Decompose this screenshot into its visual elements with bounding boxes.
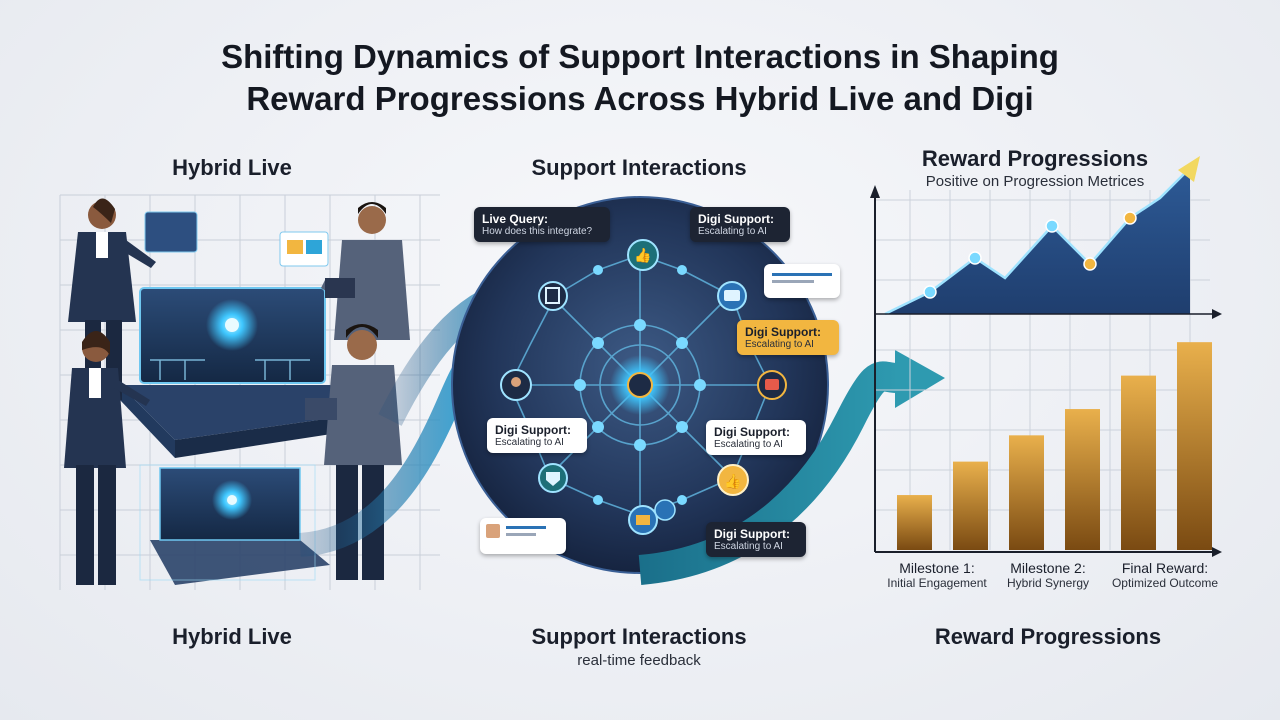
- bubble-text: Escalating to AI: [745, 339, 814, 350]
- center-bottom-label: Support Interactions: [531, 624, 747, 649]
- bubble-digi-support-5: Digi Support: Escalating to AI: [706, 522, 806, 557]
- right-top-sub: Positive on Progression Metrices: [925, 173, 1145, 190]
- node-shield-icon: [538, 463, 568, 493]
- person-man-bottom-right: [305, 324, 402, 580]
- center-top-label: Support Interactions: [531, 155, 747, 180]
- bubble-blank-message: [764, 264, 840, 298]
- bubble-text: How does this integrate?: [482, 226, 593, 237]
- milestone-3: Final Reward: Optimized Outcome: [1095, 560, 1235, 590]
- bubble-text: Escalating to AI: [714, 541, 783, 552]
- bubble-digi-support-4: Digi Support: Escalating to AI: [706, 420, 806, 455]
- bubble-title: Digi Support:: [745, 325, 821, 339]
- bubble-digi-support-2: Digi Support: Escalating to AI: [737, 320, 839, 355]
- milestone-1: Milestone 1: Initial Engagement: [872, 560, 1002, 590]
- milestone-text: Initial Engagement: [887, 576, 987, 590]
- left-top-label: Hybrid Live: [172, 155, 292, 180]
- bubble-text: Escalating to AI: [698, 226, 767, 237]
- progression-point-5: [1123, 211, 1137, 225]
- hologram-stage-top: [120, 287, 390, 458]
- bubble-title: Digi Support:: [495, 423, 571, 437]
- bar-4: [1065, 409, 1100, 550]
- node-email-icon: [628, 505, 658, 535]
- support-network-globe: 👍 👍: [451, 196, 829, 574]
- bar-1: [897, 495, 932, 550]
- node-chat-icon: [717, 281, 747, 311]
- bubble-text: Escalating to AI: [714, 439, 783, 450]
- progression-point-2: [968, 251, 982, 265]
- y-axis-arrowhead: [870, 185, 880, 198]
- bubble-title: Digi Support:: [714, 527, 790, 541]
- bar-3: [1009, 435, 1044, 550]
- bubble-title: Live Query:: [482, 212, 549, 226]
- right-bottom-label: Reward Progressions: [934, 624, 1162, 649]
- node-avatar-icon: [500, 369, 532, 401]
- title-line-2: Reward Progressions Across Hybrid Live a…: [246, 80, 1034, 117]
- progression-arrowhead: [1178, 156, 1200, 182]
- bubble-text: Escalating to AI: [495, 437, 564, 448]
- svg-text:👍: 👍: [634, 247, 651, 264]
- node-thumbs-up-icon: 👍: [627, 239, 659, 271]
- floating-tablet-icons: [144, 211, 329, 267]
- milestone-text: Hybrid Synergy: [1006, 576, 1090, 590]
- bar-2: [953, 461, 988, 550]
- bar-6: [1177, 342, 1212, 550]
- title-line-1: Shifting Dynamics of Support Interaction…: [221, 38, 1059, 75]
- hologram-stage-bottom: [139, 464, 330, 585]
- right-top-label: Reward Progressions: [921, 146, 1149, 171]
- node-video-icon: [654, 499, 676, 521]
- page-title: Shifting Dynamics of Support Interaction…: [0, 36, 1280, 120]
- progression-line-chart: [884, 156, 1200, 316]
- reward-bar-chart: [897, 342, 1212, 550]
- milestone-2: Milestone 2: Hybrid Synergy: [983, 560, 1113, 590]
- person-woman-bottom: [64, 331, 150, 585]
- x-axis-arrowhead: [1212, 547, 1222, 557]
- bubble-live-query: Live Query: How does this integrate?: [474, 207, 610, 242]
- milestone-title: Final Reward:: [1121, 560, 1209, 576]
- node-like-icon: 👍: [717, 464, 749, 496]
- bubble-digi-support-3: Digi Support: Escalating to AI: [487, 418, 587, 453]
- milestone-title: Milestone 2:: [1010, 560, 1086, 576]
- bubble-profile-card: [480, 518, 566, 554]
- milestone-text: Optimized Outcome: [1111, 576, 1219, 590]
- left-bottom-label: Hybrid Live: [172, 624, 292, 649]
- flow-arrowhead-right: [895, 350, 945, 408]
- bubble-digi-support-1: Digi Support: Escalating to AI: [690, 207, 790, 242]
- progression-point-4: [1083, 257, 1097, 271]
- progression-point-3: [1045, 219, 1059, 233]
- bubble-title: Digi Support:: [698, 212, 774, 226]
- milestone-title: Milestone 1:: [899, 560, 975, 576]
- svg-text:👍: 👍: [724, 473, 741, 490]
- bar-5: [1121, 375, 1156, 550]
- person-man-top-right: [321, 202, 410, 340]
- bubble-title: Digi Support:: [714, 425, 790, 439]
- node-document-icon: [538, 281, 568, 311]
- progression-point-1: [923, 285, 937, 299]
- node-message-icon: [757, 370, 787, 400]
- progression-area: [885, 168, 1190, 314]
- center-bottom-sub: real-time feedback: [577, 652, 701, 669]
- baseline-arrowhead: [1212, 309, 1222, 319]
